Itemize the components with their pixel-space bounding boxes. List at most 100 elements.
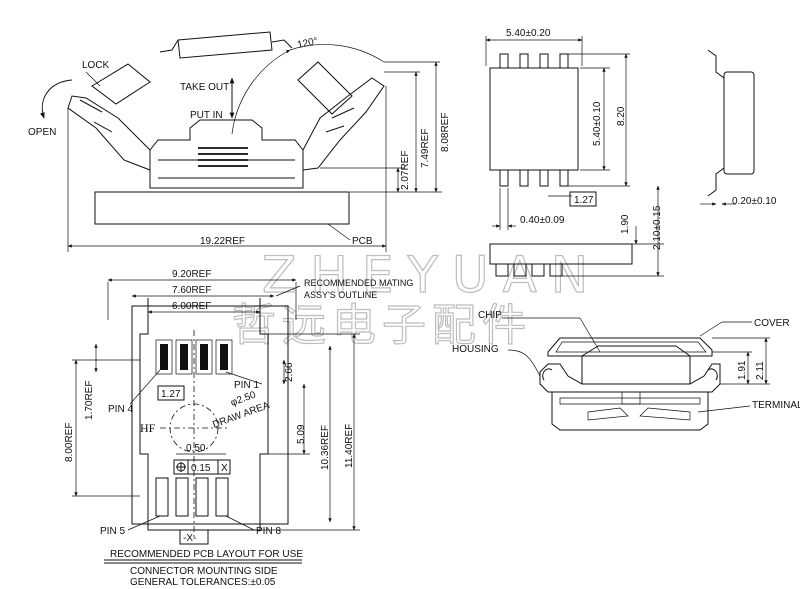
housing-shape xyxy=(539,363,721,393)
chip-top-view: 5.40±0.20 5.40±0.10 8.20 1.27 0.40±0.09 xyxy=(485,28,630,230)
dim-050: 0.50 xyxy=(186,443,206,454)
dim-1036: 10.36REF xyxy=(320,425,331,470)
terminal-body xyxy=(551,392,709,431)
dim-509: 5.09 xyxy=(296,424,307,444)
pads-top-outline xyxy=(155,339,233,375)
terminal-hatch-1 xyxy=(559,397,701,405)
watermark: ZHEYUAN 哲远电子配件 xyxy=(231,245,602,351)
caption-3: GENERAL TOLERANCES:±0.05 xyxy=(130,577,276,588)
housing-leader xyxy=(507,349,541,377)
chip-bottom-pins xyxy=(499,169,569,187)
dim-800: 8.00REF xyxy=(64,423,75,462)
open-label: OPEN xyxy=(28,127,56,138)
dim-266: 2.66 xyxy=(284,362,295,382)
pin1-leader xyxy=(225,371,263,385)
left-lever-detail xyxy=(79,99,113,133)
connector-side-view: LOCK OPEN 120° TAKE OUT PUT IN 2.07REF 7… xyxy=(28,31,451,252)
lock-open-arrow xyxy=(40,79,73,119)
dim-207: 2.07REF xyxy=(400,151,411,190)
pin5-leader xyxy=(127,515,161,531)
pads-top xyxy=(160,344,228,370)
dim-600: 6.00REF xyxy=(172,301,211,312)
pin8-leader xyxy=(225,515,255,531)
angle-label: 120° xyxy=(296,36,319,51)
caption-2: CONNECTOR MOUNTING SIDE xyxy=(130,566,278,577)
lock-leader xyxy=(85,71,101,87)
left-latch xyxy=(91,63,151,105)
mating-label-2: ASSY'S OUTLINE xyxy=(304,290,377,300)
chip-body xyxy=(489,67,579,171)
cover-hatch xyxy=(555,341,707,353)
gull-lead-top xyxy=(707,49,725,79)
pcb-label: PCB xyxy=(352,236,373,247)
pads-bottom xyxy=(155,477,229,517)
connector-lines xyxy=(158,159,295,179)
section-view: CHIP HOUSING COVER TERMINAL 1.91 2.11 xyxy=(452,310,800,431)
chip-end-view: 0.20±0.10 xyxy=(700,49,777,207)
angle-arc-2 xyxy=(289,44,385,63)
chip-leader xyxy=(579,317,601,353)
dim-210: 2.10±0.15 xyxy=(652,205,663,250)
pcb-leader xyxy=(327,223,351,241)
terminal-leader xyxy=(697,405,751,413)
dim-760: 7.60REF xyxy=(172,285,211,296)
terminal-hatch-2 xyxy=(587,407,629,421)
gull-lead-bottom xyxy=(707,167,725,197)
housing-hook-left xyxy=(542,368,553,381)
connector-center-stack xyxy=(198,147,248,167)
mating-label-1: RECOMMENDED MATING xyxy=(304,278,413,288)
mating-leader xyxy=(275,285,301,297)
dim-749: 7.49REF xyxy=(420,129,431,168)
pin4-leader xyxy=(129,369,161,405)
terminal-label: TERMINAL xyxy=(752,400,800,411)
take-out-label: TAKE OUT xyxy=(180,82,229,93)
tol-value: 0.15 xyxy=(191,463,211,474)
dim-808: 8.08REF xyxy=(440,113,451,152)
chip-end-body xyxy=(723,71,755,175)
dim-211: 2.11 xyxy=(755,361,766,380)
caption-1: RECOMMENDED PCB LAYOUT FOR USE xyxy=(110,549,303,560)
right-lever-detail xyxy=(325,107,355,133)
dim-127-layout: 1.27 xyxy=(161,389,181,400)
chip-label: CHIP xyxy=(478,310,502,321)
pin5-label: PIN 5 xyxy=(100,526,125,537)
right-latch xyxy=(297,61,353,115)
put-in-label: PUT IN xyxy=(190,110,223,121)
cover-label: COVER xyxy=(754,318,790,329)
hf-mark: HF xyxy=(140,421,156,435)
dim-920: 9.20REF xyxy=(172,269,211,280)
chip-side-view: 1.90 2.10±0.15 xyxy=(489,185,664,277)
pcb-layout-view: 9.20REF 7.60REF 6.00REF RECOMMENDED MATI… xyxy=(64,269,413,588)
housing-label: HOUSING xyxy=(452,344,499,355)
datum-box xyxy=(179,529,209,545)
box-127 xyxy=(569,191,597,207)
dim-820: 8.20 xyxy=(616,106,627,126)
watermark-cjk: 哲远电子配件 xyxy=(232,300,532,351)
watermark-latin: ZHEYUAN xyxy=(262,246,602,304)
dim-127-chip: 1.27 xyxy=(574,195,594,206)
pin1-label: PIN 1 xyxy=(234,380,259,391)
terminal-hatch-3 xyxy=(639,407,691,421)
housing-hook-right xyxy=(707,368,718,381)
datum-label: -X- xyxy=(183,533,196,544)
dim-540-020: 5.40±0.20 xyxy=(506,28,551,39)
box-127-layout xyxy=(157,385,185,401)
dim-540-010: 5.40±0.10 xyxy=(592,101,603,146)
tolerance-frame xyxy=(173,459,231,475)
tol-datum: X xyxy=(221,463,228,474)
dim-170: 1.70REF xyxy=(84,381,95,420)
pin8-label: PIN 8 xyxy=(256,526,281,537)
dim-191: 1.91 xyxy=(737,360,748,380)
dim-040: 0.40±0.09 xyxy=(520,215,565,226)
dim-1922: 19.22REF xyxy=(200,236,245,247)
chip-top-pins xyxy=(499,53,569,69)
angle-arc xyxy=(231,49,291,135)
cover-leader-a xyxy=(699,321,723,337)
dim-020: 0.20±0.10 xyxy=(732,196,777,207)
right-lever xyxy=(302,77,385,171)
pin4-label: PIN 4 xyxy=(108,404,133,415)
pcb-slab xyxy=(94,191,350,225)
lock-label: LOCK xyxy=(82,60,110,71)
cover-shape xyxy=(547,337,713,357)
